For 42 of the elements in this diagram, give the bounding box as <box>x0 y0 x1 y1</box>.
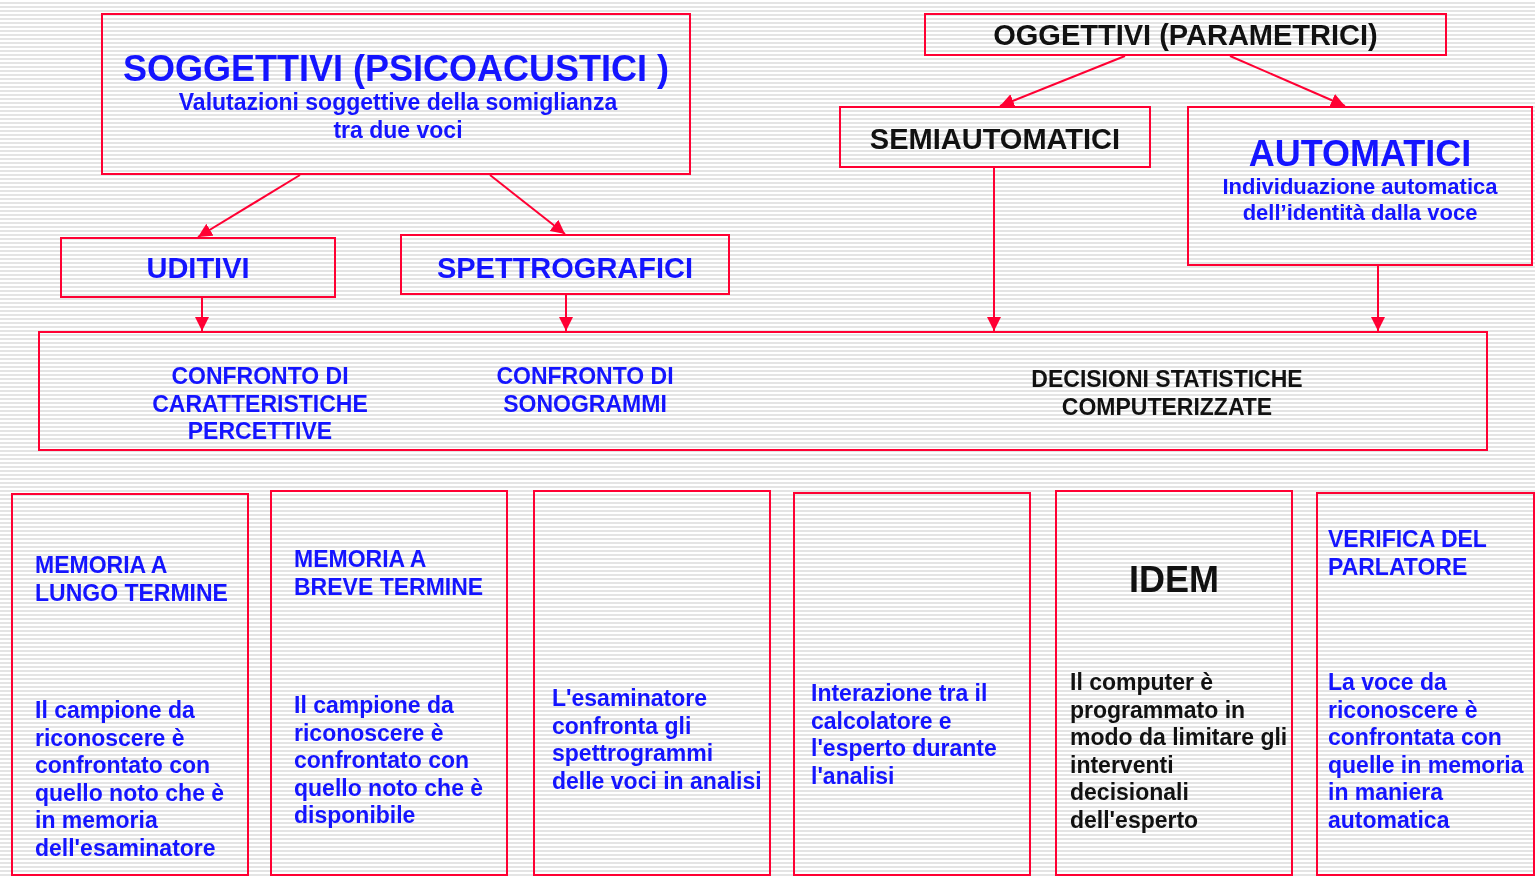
text-label: CONFRONTO DI SONOGRAMMI <box>495 363 675 419</box>
text-label: Valutazioni soggettive della somiglianza tra due voci <box>177 89 619 145</box>
arrow <box>197 174 301 238</box>
text-label: Il campione da riconoscere è confrontato con quello noto che è disponibile <box>294 692 485 830</box>
process-box <box>533 490 771 876</box>
text-label: La voce da riconoscere è confrontata con quelle in memoria in maniera automatica <box>1328 669 1525 835</box>
process-box <box>793 492 1031 876</box>
heading: VERIFICA DEL PARLATORE <box>1328 526 1488 582</box>
process-box <box>1055 490 1293 876</box>
process-box <box>1187 106 1533 266</box>
text-label: SEMIAUTOMATICI <box>868 122 1122 157</box>
heading: IDEM <box>1128 558 1220 602</box>
arrow <box>559 294 573 332</box>
heading: MEMORIA A BREVE TERMINE <box>294 546 485 602</box>
arrow <box>489 174 566 235</box>
process-box <box>270 490 508 876</box>
text-label: Interazione tra il calcolatore e l'esperto durante l'analisi <box>811 680 998 791</box>
text-label: Il campione da riconoscere è confrontato con quello noto che è in memoria dell'esaminatore <box>35 697 226 863</box>
process-box <box>60 237 336 298</box>
process-box <box>924 13 1447 56</box>
process-box <box>1316 492 1535 876</box>
process-box <box>400 234 730 295</box>
process-box <box>101 13 691 175</box>
heading: SOGGETTIVI (PSICOACUSTICI ) <box>122 47 670 91</box>
arrow <box>1229 55 1346 107</box>
heading: MEMORIA A LUNGO TERMINE <box>35 552 229 608</box>
text-label: SPETTROGRAFICI <box>435 251 695 286</box>
arrow <box>195 297 209 332</box>
arrow <box>1371 265 1385 332</box>
text-label: CONFRONTO DI CARATTERISTICHE PERCETTIVE <box>151 363 369 446</box>
arrow <box>987 167 1001 332</box>
text-label: OGGETTIVI (PARAMETRICI) <box>992 18 1379 53</box>
process-box <box>11 493 249 876</box>
text-label: L'esaminatore confronta gli spettrogrammi delle voci in analisi <box>552 685 763 796</box>
text-label: DECISIONI STATISTICHE COMPUTERIZZATE <box>1030 366 1304 422</box>
text-label: Individuazione automatica dell’identità dalla voce <box>1221 174 1499 227</box>
process-box <box>38 331 1488 451</box>
arrow <box>999 55 1126 108</box>
process-box <box>839 106 1151 168</box>
text-label: UDITIVI <box>145 251 251 286</box>
heading: AUTOMATICI <box>1247 132 1473 176</box>
text-label: Il computer è programmato in modo da limitare gli interventi decisionali dell'esperto <box>1070 669 1289 835</box>
